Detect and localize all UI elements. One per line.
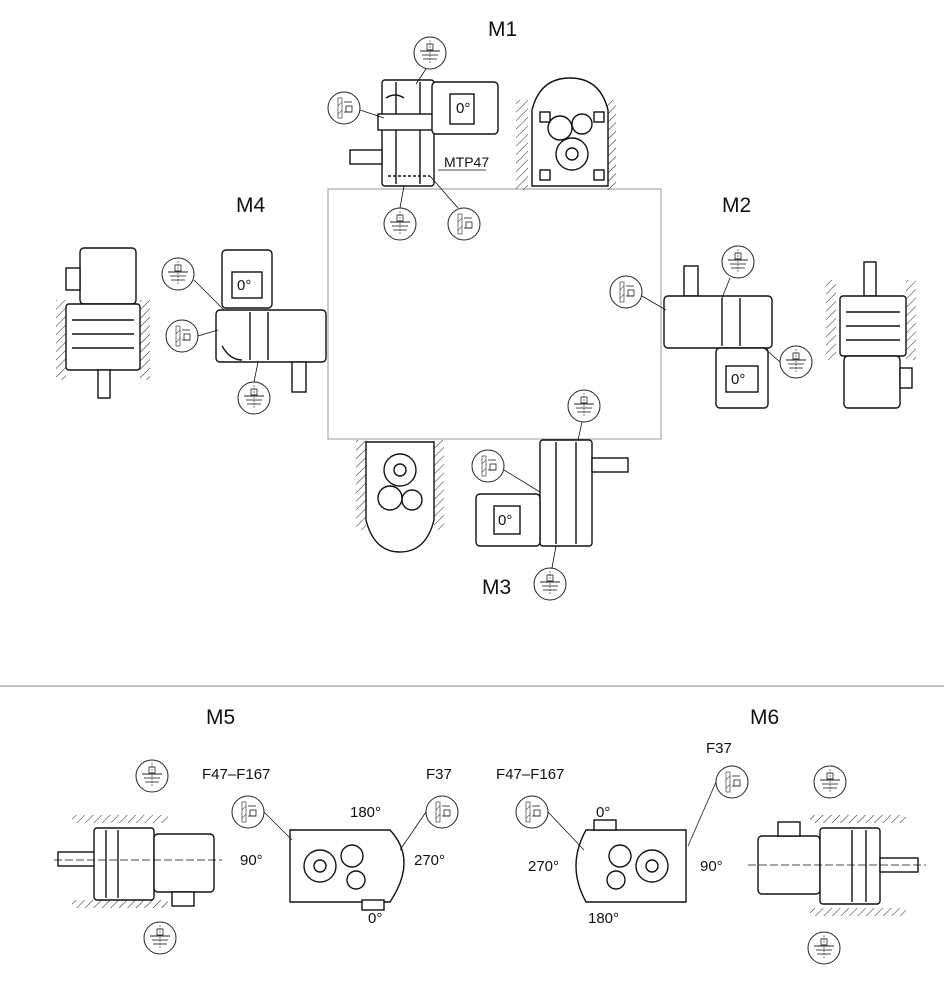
reference-frame	[327, 188, 662, 440]
m1-motor-angle: 0°	[456, 100, 471, 117]
m6-angle-top: 0°	[596, 804, 611, 821]
m6-side-view	[748, 815, 926, 916]
m5-angle-right: 270°	[414, 852, 446, 869]
position-m1-label: M1	[488, 18, 518, 41]
m5-front-view	[289, 829, 405, 911]
m5-angle-top: 180°	[350, 804, 382, 821]
m2-gear-view	[663, 265, 773, 409]
position-m5-label: M5	[206, 706, 236, 729]
m2-motor-angle: 0°	[731, 371, 746, 388]
m4-side-view	[56, 247, 150, 399]
m6-range-small: F37	[706, 740, 732, 757]
m3-front-view	[356, 440, 444, 553]
m6-angle-bottom: 180°	[588, 910, 620, 927]
m6-range-large: F47–F167	[496, 766, 565, 783]
position-m4-label: M4	[236, 194, 266, 217]
m3-gear-view	[475, 439, 629, 547]
m4-motor-angle: 0°	[237, 277, 252, 294]
position-m2-label: M2	[722, 194, 752, 217]
m6-front-view	[575, 819, 687, 903]
m5-angle-left: 90°	[240, 852, 263, 869]
m3-motor-angle: 0°	[498, 512, 513, 529]
m1-front-view	[516, 77, 616, 190]
m5-range-small: F37	[426, 766, 452, 783]
mtp-label: MTP47	[444, 154, 490, 170]
m1-motor-terminal-box	[449, 93, 475, 125]
m1-side-view	[349, 79, 499, 187]
m4-gear-view	[215, 249, 327, 393]
m6-angle-left: 270°	[528, 858, 560, 875]
position-m3-label: M3	[482, 576, 512, 599]
m5-side-view	[54, 815, 222, 908]
m2-side-view	[826, 261, 916, 409]
position-m6-label: M6	[750, 706, 780, 729]
leader-lines	[193, 68, 781, 851]
m5-angle-bottom: 0°	[368, 910, 383, 927]
m6-angle-right: 90°	[700, 858, 723, 875]
m5-range-large: F47–F167	[202, 766, 271, 783]
